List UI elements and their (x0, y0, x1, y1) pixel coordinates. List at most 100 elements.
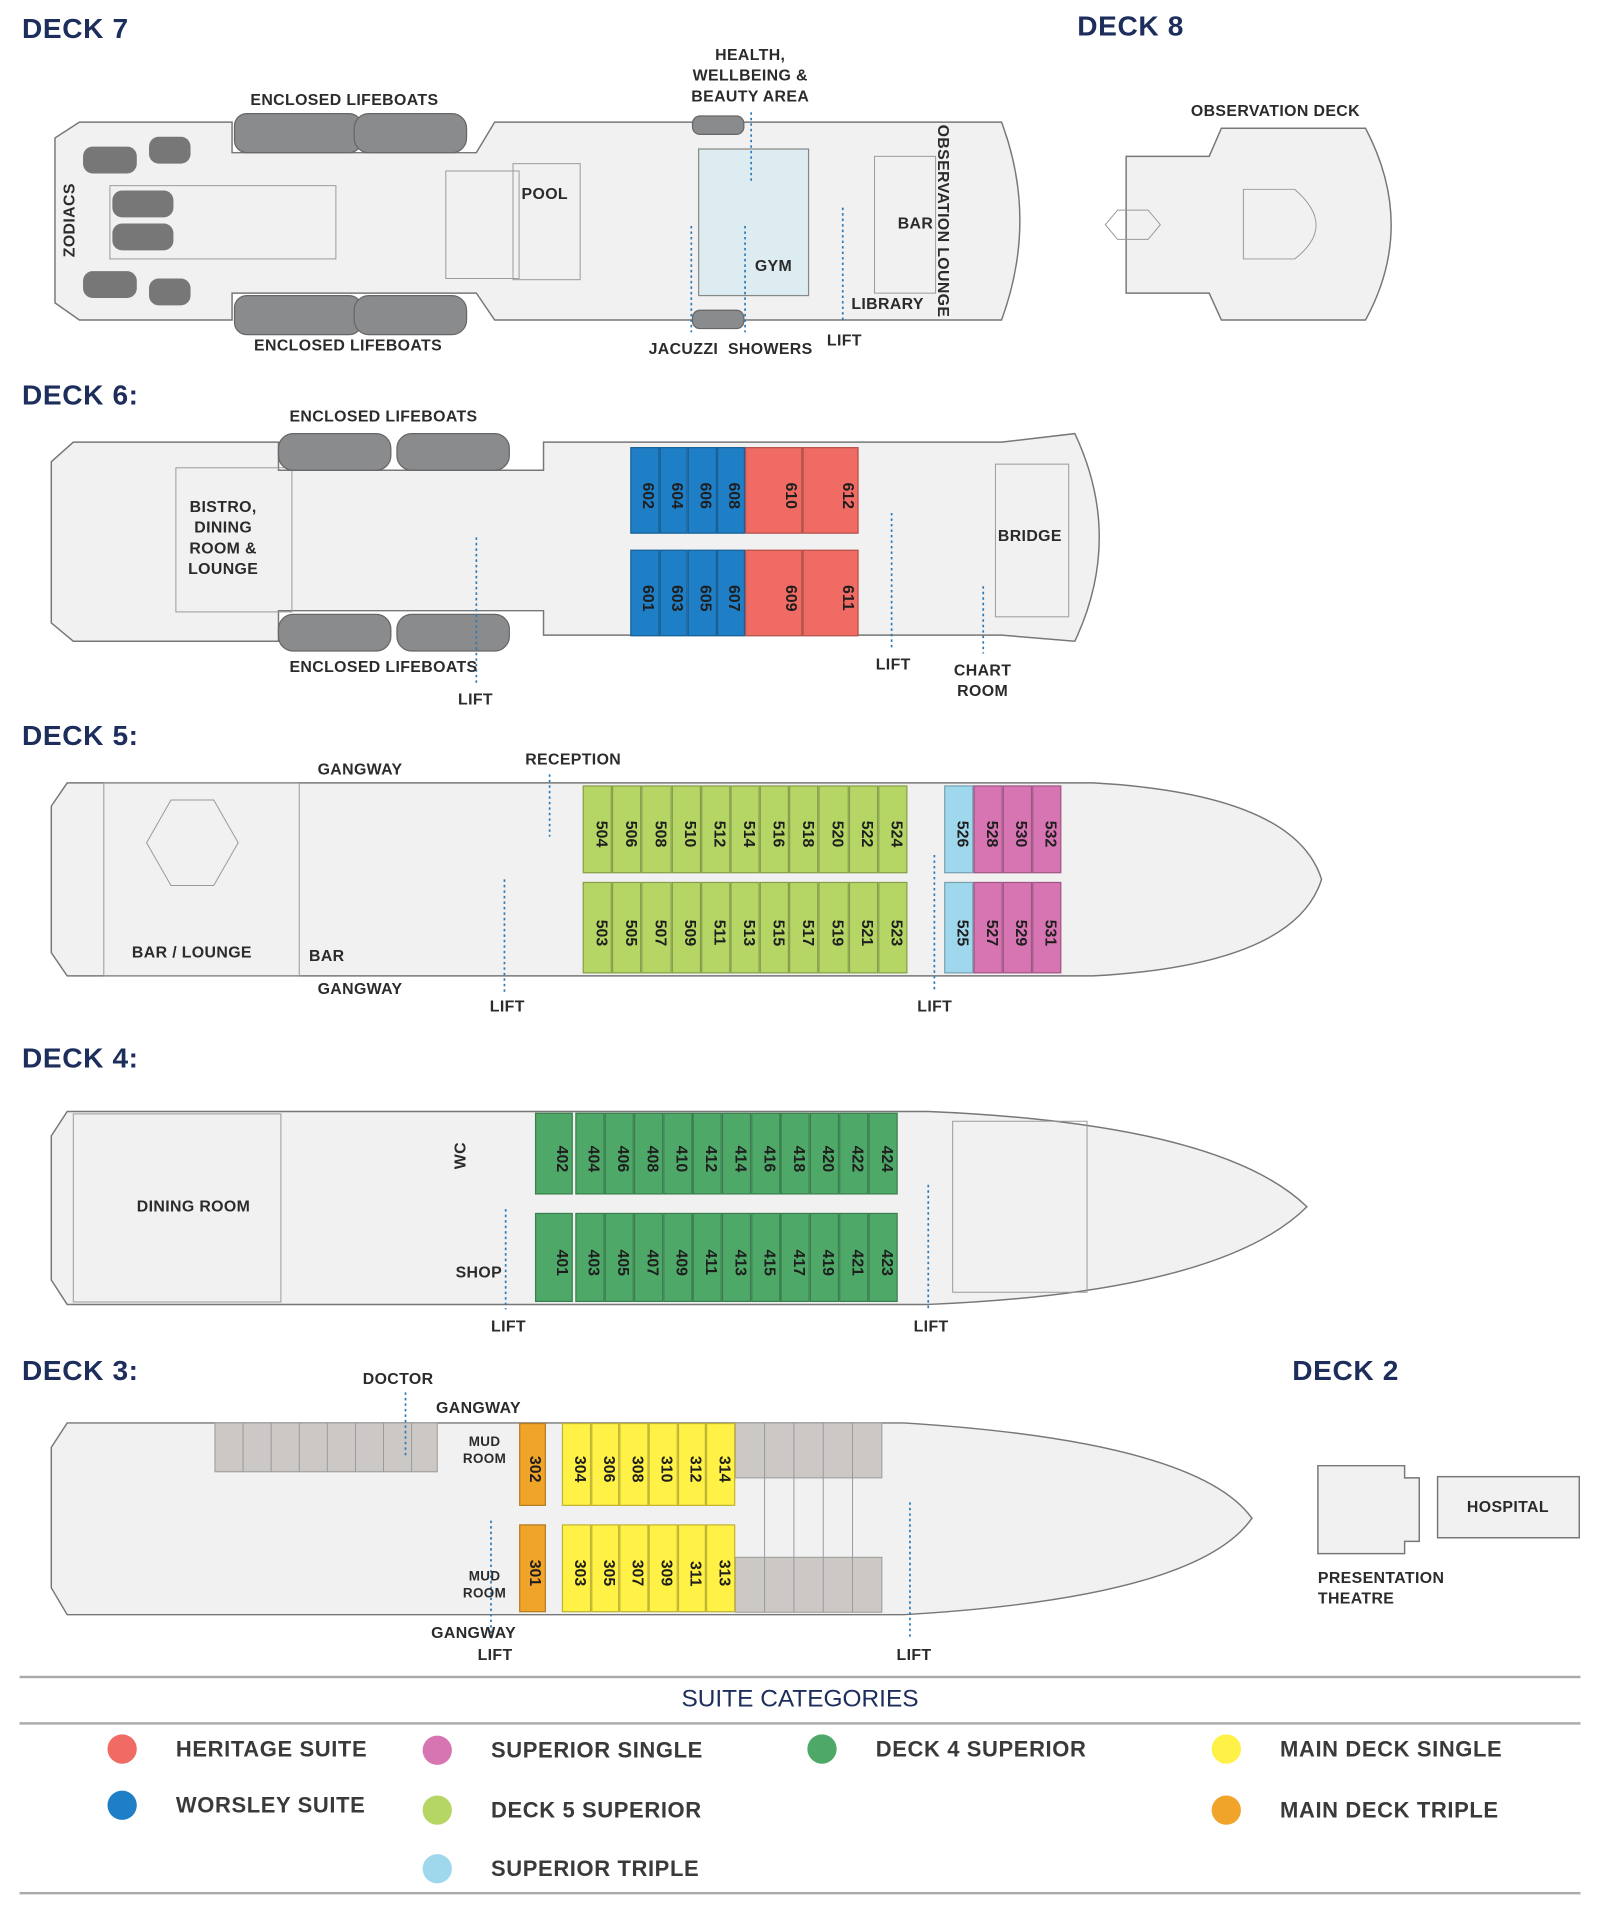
legend-item-heritage: HERITAGE SUITE (107, 1734, 367, 1764)
cabin-513[interactable]: 513 (730, 881, 760, 974)
legend-label: MAIN DECK TRIPLE (1280, 1797, 1499, 1822)
cabin-529[interactable]: 529 (1002, 881, 1033, 974)
cabin-307[interactable]: 307 (619, 1524, 649, 1613)
cabin-528[interactable]: 528 (973, 785, 1003, 874)
cabin-312[interactable]: 312 (677, 1422, 707, 1506)
cabin-524[interactable]: 524 (877, 785, 908, 874)
cabin-516[interactable]: 516 (759, 785, 790, 874)
cabin-522[interactable]: 522 (848, 785, 878, 874)
cabin-309[interactable]: 309 (648, 1524, 678, 1613)
cabin-413[interactable]: 413 (721, 1212, 752, 1303)
cabin-512[interactable]: 512 (700, 785, 731, 874)
cabin-612[interactable]: 612 (801, 447, 859, 534)
cabin-302[interactable]: 302 (519, 1422, 546, 1506)
cabin-509[interactable]: 509 (671, 881, 701, 974)
cabin-518[interactable]: 518 (789, 785, 819, 874)
cabin-420[interactable]: 420 (809, 1112, 840, 1195)
cabin-423[interactable]: 423 (868, 1212, 898, 1303)
cabin-405[interactable]: 405 (604, 1212, 634, 1303)
cabin-306[interactable]: 306 (590, 1422, 620, 1506)
cabin-308[interactable]: 308 (619, 1422, 649, 1506)
cabin-503[interactable]: 503 (582, 881, 613, 974)
gangway-label: GANGWAY (431, 1623, 517, 1642)
cabin-504[interactable]: 504 (582, 785, 613, 874)
lifeboats-label: ENCLOSED LIFEBOATS (289, 406, 478, 426)
cabin-603[interactable]: 603 (658, 549, 688, 637)
cabin-310[interactable]: 310 (648, 1422, 678, 1506)
cabin-532[interactable]: 532 (1032, 785, 1062, 874)
cabin-521[interactable]: 521 (848, 881, 878, 974)
cabin-305[interactable]: 305 (590, 1524, 620, 1613)
cabin-407[interactable]: 407 (633, 1212, 664, 1303)
cabin-519[interactable]: 519 (818, 881, 849, 974)
cabin-506[interactable]: 506 (612, 785, 642, 874)
cabin-417[interactable]: 417 (780, 1212, 810, 1303)
cabin-409[interactable]: 409 (663, 1212, 693, 1303)
cabin-601[interactable]: 601 (630, 549, 659, 637)
cabin-511[interactable]: 511 (700, 881, 731, 974)
cabin-520[interactable]: 520 (818, 785, 849, 874)
cabin-525[interactable]: 525 (944, 881, 974, 974)
legend-item-d4: DECK 4 SUPERIOR (807, 1734, 1086, 1764)
cabin-419[interactable]: 419 (809, 1212, 840, 1303)
cabin-418[interactable]: 418 (780, 1112, 810, 1195)
cabin-607[interactable]: 607 (716, 549, 746, 637)
cabin-609[interactable]: 609 (745, 549, 802, 637)
cabin-514[interactable]: 514 (730, 785, 760, 874)
cabin-604[interactable]: 604 (658, 447, 688, 534)
cabin-314[interactable]: 314 (706, 1422, 736, 1506)
cabin-406[interactable]: 406 (604, 1112, 634, 1195)
cabin-408[interactable]: 408 (633, 1112, 664, 1195)
cabin-606[interactable]: 606 (687, 447, 717, 534)
cabin-403[interactable]: 403 (575, 1212, 605, 1303)
cabin-411[interactable]: 411 (692, 1212, 722, 1303)
cabin-424[interactable]: 424 (868, 1112, 898, 1195)
cabin-610[interactable]: 610 (745, 447, 802, 534)
cabin-517[interactable]: 517 (789, 881, 819, 974)
deck2-title: DECK 2 (1292, 1354, 1399, 1387)
cabin-410[interactable]: 410 (663, 1112, 693, 1195)
legend-item-triple: SUPERIOR TRIPLE (422, 1854, 700, 1884)
cabin-611[interactable]: 611 (801, 549, 859, 637)
cabin-415[interactable]: 415 (751, 1212, 781, 1303)
legend-item-single: SUPERIOR SINGLE (422, 1735, 703, 1765)
cabin-422[interactable]: 422 (839, 1112, 869, 1195)
cabin-414[interactable]: 414 (721, 1112, 752, 1195)
showers-label: SHOWERS (727, 339, 813, 358)
cabin-505[interactable]: 505 (612, 881, 642, 974)
cabin-416[interactable]: 416 (751, 1112, 781, 1195)
cabin-508[interactable]: 508 (641, 785, 672, 874)
cabin-510[interactable]: 510 (671, 785, 701, 874)
cabin-602[interactable]: 602 (630, 447, 659, 534)
cabin-527[interactable]: 527 (973, 881, 1003, 974)
legend-swatch-icon (107, 1734, 137, 1764)
cabin-412[interactable]: 412 (692, 1112, 722, 1195)
legend-item-mtriple: MAIN DECK TRIPLE (1211, 1795, 1499, 1825)
cabin-313[interactable]: 313 (706, 1524, 736, 1613)
cabin-304[interactable]: 304 (561, 1422, 591, 1506)
cabin-507[interactable]: 507 (641, 881, 672, 974)
lift-label: LIFT (458, 690, 494, 709)
cabin-421[interactable]: 421 (839, 1212, 869, 1303)
divider (19, 1891, 1581, 1895)
doctor-label: DOCTOR (362, 1369, 434, 1388)
cabin-303[interactable]: 303 (561, 1524, 591, 1613)
legend-swatch-icon (1211, 1734, 1241, 1764)
cabin-608[interactable]: 608 (716, 447, 746, 534)
cabin-301[interactable]: 301 (519, 1524, 546, 1613)
gangway-label: GANGWAY (317, 979, 403, 998)
cabin-526[interactable]: 526 (944, 785, 974, 874)
cabin-401[interactable]: 401 (534, 1212, 573, 1303)
legend-title: SUITE CATEGORIES (681, 1685, 919, 1713)
cabin-515[interactable]: 515 (759, 881, 790, 974)
deck7-title: DECK 7 (21, 12, 129, 44)
cabin-531[interactable]: 531 (1032, 881, 1062, 974)
cabin-311[interactable]: 311 (677, 1524, 707, 1613)
cabin-404[interactable]: 404 (575, 1112, 605, 1195)
cabin-402[interactable]: 402 (534, 1112, 573, 1195)
deck7-hull (54, 121, 1021, 321)
cabin-523[interactable]: 523 (877, 881, 908, 974)
shop-label: SHOP (455, 1262, 503, 1282)
cabin-530[interactable]: 530 (1002, 785, 1033, 874)
cabin-605[interactable]: 605 (687, 549, 717, 637)
